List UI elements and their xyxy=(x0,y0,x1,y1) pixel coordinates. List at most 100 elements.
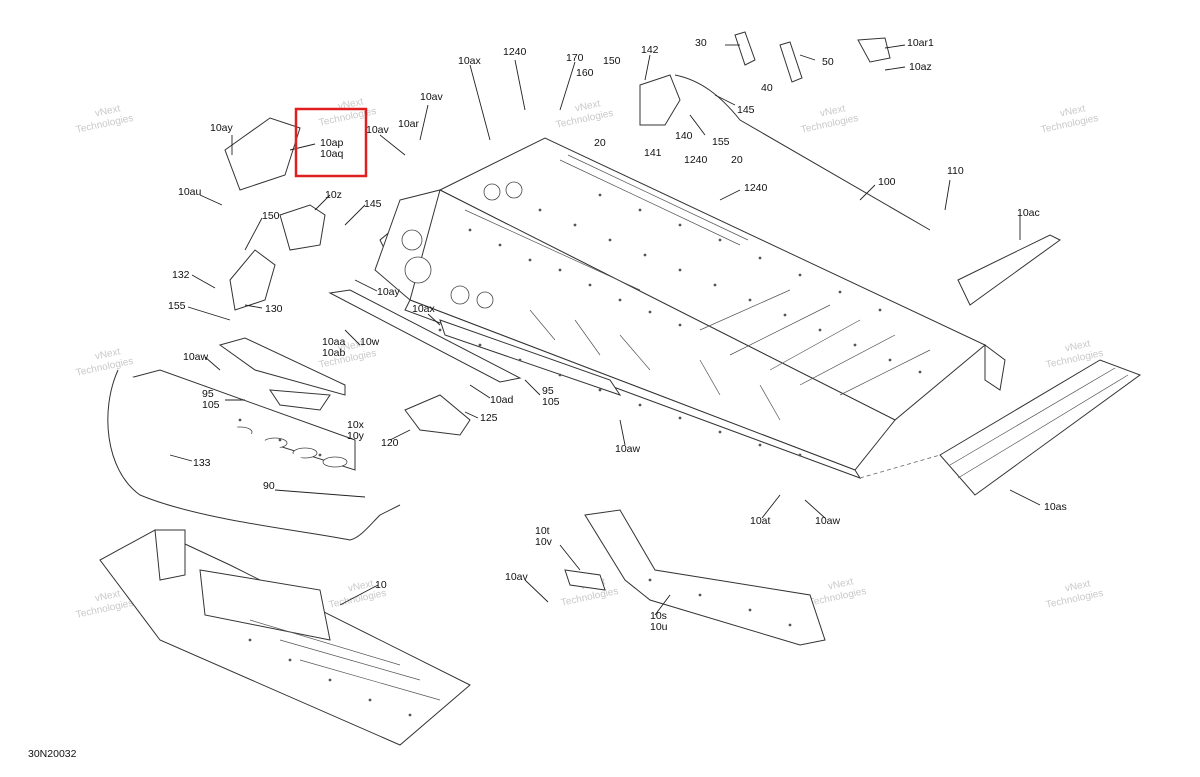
watermark-line1: vNext xyxy=(827,576,855,592)
fastener-hole xyxy=(328,678,332,682)
fastener-hole xyxy=(758,443,762,447)
tunnel-rail-line xyxy=(559,159,741,246)
fastener-hole xyxy=(648,310,652,314)
fastener-hole xyxy=(918,370,922,374)
side-brace xyxy=(699,359,721,396)
part-label: 145 xyxy=(364,198,382,210)
plate-10w xyxy=(269,389,331,411)
tunnel-rail-line xyxy=(567,154,749,241)
part-label: 20 xyxy=(731,154,743,166)
part-label: 10av xyxy=(420,91,444,103)
part-label: 10as xyxy=(1044,501,1067,513)
part-label: 10s xyxy=(650,610,667,622)
fastener-hole xyxy=(698,593,702,597)
part-label: 10t xyxy=(535,525,550,537)
watermark-line1: vNext xyxy=(94,588,122,604)
part-label: 10v xyxy=(535,536,553,548)
deck-rib xyxy=(769,319,861,371)
tunnel-hole xyxy=(404,256,432,284)
part-label: 10ay xyxy=(210,122,234,134)
side-panel-10s xyxy=(584,509,826,646)
part-label: 125 xyxy=(480,412,498,424)
fastener-hole xyxy=(798,453,802,457)
fastener-hole xyxy=(238,418,242,422)
part-label: 160 xyxy=(576,67,594,79)
bracket-10z xyxy=(279,204,326,251)
part-label: 140 xyxy=(675,130,693,142)
part-label: 10aw xyxy=(815,515,841,527)
bracket-40 xyxy=(779,41,803,83)
fastener-hole xyxy=(408,713,412,717)
part-label: 105 xyxy=(202,399,220,411)
part-label: 10ar xyxy=(398,118,420,130)
fastener-hole xyxy=(678,223,682,227)
channel-10aa xyxy=(218,337,346,396)
highlight-box xyxy=(294,107,368,178)
fastener-hole xyxy=(528,258,532,262)
part-label: 10ay xyxy=(377,286,401,298)
watermark-line1: vNext xyxy=(1064,578,1092,594)
fastener-hole xyxy=(318,453,322,457)
part-label: 1240 xyxy=(744,182,768,194)
part-label: 10x xyxy=(347,419,365,431)
fastener-hole xyxy=(558,268,562,272)
fastener-hole xyxy=(648,578,652,582)
fastener-hole xyxy=(588,283,592,287)
bracket-130 xyxy=(229,249,276,311)
leader-lines xyxy=(169,44,1041,616)
fastener-hole xyxy=(598,193,602,197)
fastener-hole xyxy=(638,208,642,212)
part-label: 10aa xyxy=(322,336,346,348)
tunnel-hole xyxy=(505,181,523,199)
part-label: 10ap xyxy=(320,137,344,149)
inset-rib xyxy=(279,639,421,681)
fastener-hole xyxy=(878,308,882,312)
fastener-hole xyxy=(558,373,562,377)
footrest-120 xyxy=(404,394,471,436)
part-label: 1240 xyxy=(684,154,708,166)
bracket-10ap xyxy=(224,117,301,191)
fastener-hole xyxy=(678,416,682,420)
skid-slot xyxy=(292,447,318,459)
inset-rib xyxy=(249,619,401,666)
rear-bumper-100 xyxy=(674,74,931,231)
part-label: 155 xyxy=(168,300,186,312)
part-label: 155 xyxy=(712,136,730,148)
part-label: 150 xyxy=(603,55,621,67)
part-label: 95 xyxy=(542,385,554,397)
fastener-hole xyxy=(748,298,752,302)
bracket-140 xyxy=(639,74,681,126)
watermark-line1: vNext xyxy=(1059,103,1087,119)
tunnel-rear-flange xyxy=(984,344,1006,391)
fastener-hole xyxy=(718,430,722,434)
part-label: 10aw xyxy=(183,351,209,363)
drawing-code: 30N20032 xyxy=(28,748,77,760)
bracket-10t xyxy=(564,569,606,591)
inset-tunnel xyxy=(99,529,471,746)
watermark-line1: vNext xyxy=(94,103,122,119)
fastener-hole xyxy=(643,253,647,257)
dashed-leader xyxy=(859,454,941,479)
fastener-hole xyxy=(783,313,787,317)
part-label: 10av xyxy=(366,124,390,136)
part-label: 10at xyxy=(750,515,771,527)
deck-rib xyxy=(699,289,791,331)
part-label: 1240 xyxy=(503,46,527,58)
part-label: 90 xyxy=(263,480,275,492)
tunnel-side-panel-10ax xyxy=(439,319,622,396)
part-label: 10ax xyxy=(412,303,436,315)
part-label: 10 xyxy=(375,579,387,591)
bumper-tube-90 xyxy=(107,369,401,541)
inset-front-frame xyxy=(154,529,186,581)
part-label: 150 xyxy=(262,210,280,222)
tunnel-hole xyxy=(483,183,501,201)
fastener-hole xyxy=(538,208,542,212)
tunnel-hole xyxy=(476,291,494,309)
part-label: 10aq xyxy=(320,148,344,160)
fastener-hole xyxy=(573,223,577,227)
side-strip xyxy=(328,289,522,383)
